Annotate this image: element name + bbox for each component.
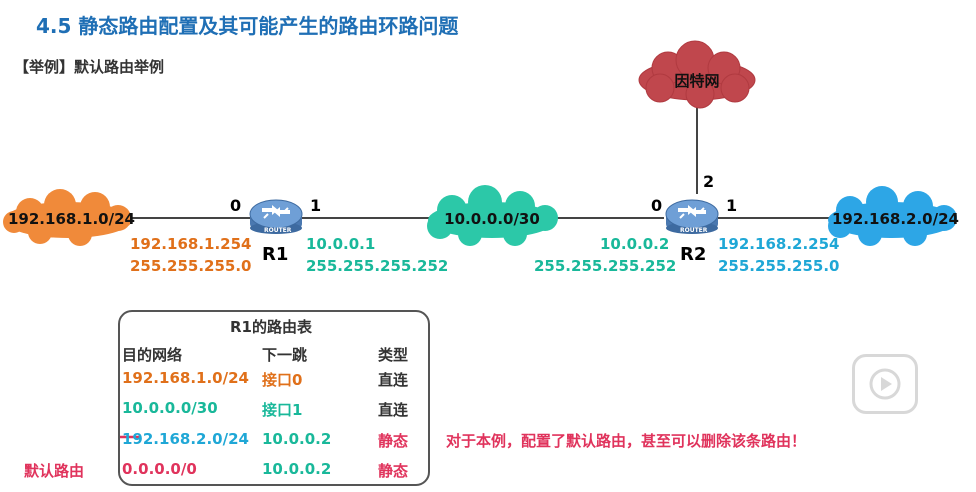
- header-destination: 目的网络: [122, 346, 183, 364]
- row2-type: 直连: [378, 401, 409, 419]
- right-network-label: 192.168.2.0/24: [832, 210, 959, 228]
- r1-port0-ip: 192.168.1.254: [130, 235, 252, 253]
- left-network-label: 192.168.1.0/24: [8, 210, 135, 228]
- router-r1-label: R1: [262, 244, 289, 265]
- internet-label: 因特网: [674, 72, 720, 90]
- header-type: 类型: [378, 346, 409, 364]
- row3-dest: 192.168.2.0/24: [122, 430, 249, 448]
- middle-network-label: 10.0.0.0/30: [444, 210, 540, 228]
- row2-next-hop: 接口1: [262, 401, 303, 419]
- row4-type: 静态: [378, 462, 409, 480]
- row1-dest: 192.168.1.0/24: [122, 369, 249, 387]
- routing-table-caption: R1的路由表: [230, 318, 312, 336]
- row4-dest: 0.0.0.0/0: [122, 460, 197, 478]
- r1-port1-label: 1: [310, 196, 322, 215]
- router-badge: ROUTER: [680, 227, 708, 234]
- r2-port0-mask: 255.255.255.252: [534, 257, 677, 275]
- right-network-cloud: [828, 186, 957, 246]
- internet-cloud: [638, 40, 756, 109]
- router-badge: ROUTER: [264, 227, 292, 234]
- r1-port0-mask: 255.255.255.0: [130, 257, 252, 275]
- r1-port0-label: 0: [230, 196, 242, 215]
- row1-next-hop: 接口0: [262, 371, 303, 389]
- r2-port2-label: 2: [703, 172, 715, 191]
- example-subtitle: 【举例】默认路由举例: [14, 58, 165, 76]
- row4-next-hop: 10.0.0.2: [262, 460, 332, 478]
- r2-port0-label: 0: [651, 196, 663, 215]
- row3-type: 静态: [378, 432, 409, 450]
- r2-port1-mask: 255.255.255.0: [718, 257, 840, 275]
- default-route-label: 默认路由: [24, 462, 85, 480]
- r2-port0-ip: 10.0.0.2: [600, 235, 670, 253]
- left-network-cloud: [3, 189, 132, 246]
- r1-port1-ip: 10.0.0.1: [306, 235, 376, 253]
- row2-dest: 10.0.0.0/30: [122, 399, 218, 417]
- row3-next-hop: 10.0.0.2: [262, 430, 332, 448]
- router-r2-label: R2: [680, 244, 707, 265]
- page-title: 4.5 静态路由配置及其可能产生的路由环路问题: [36, 14, 459, 38]
- r2-port1-ip: 192.168.2.254: [718, 235, 840, 253]
- header-next-hop: 下一跳: [262, 346, 308, 364]
- middle-network-cloud: [427, 185, 558, 246]
- routing-table: [118, 310, 430, 486]
- r2-port1-label: 1: [726, 196, 738, 215]
- play-icon: [869, 368, 901, 400]
- router-icon: [665, 199, 719, 234]
- r1-port1-mask: 255.255.255.252: [306, 257, 449, 275]
- play-button[interactable]: [852, 354, 918, 414]
- row1-type: 直连: [378, 371, 409, 389]
- annotation-note: 对于本例，配置了默认路由，甚至可以删除该条路由！: [446, 432, 807, 450]
- router-icon: [249, 199, 303, 234]
